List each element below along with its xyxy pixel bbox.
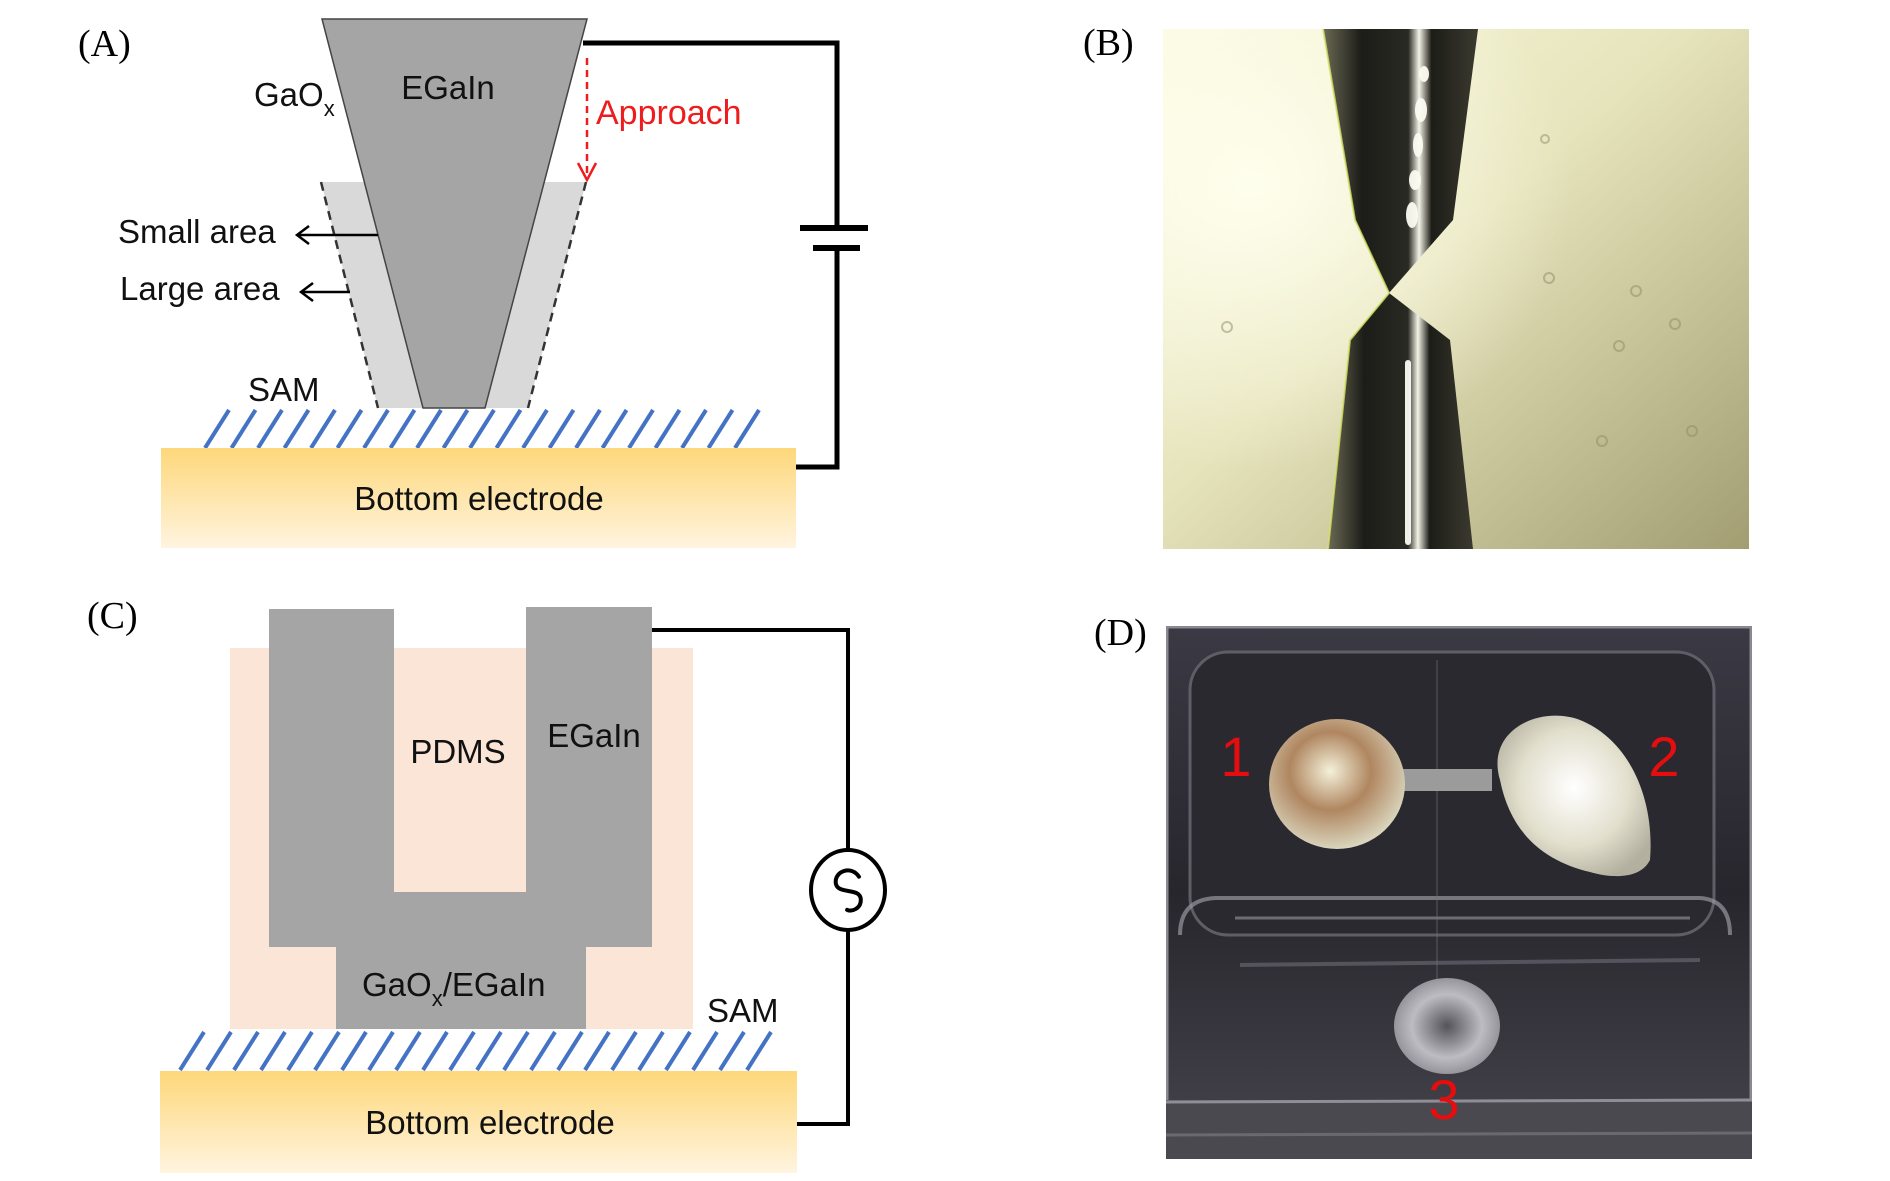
sam-molecule xyxy=(664,1030,692,1072)
sam-molecule xyxy=(680,408,708,450)
egain-tip xyxy=(321,18,588,409)
sam-layer-a xyxy=(203,408,761,450)
sam-molecule xyxy=(637,1030,665,1072)
panel-label-b: (B) xyxy=(1083,22,1134,64)
sam-molecule xyxy=(448,1030,476,1072)
sam-molecule xyxy=(415,408,443,450)
sam-molecule xyxy=(388,408,417,450)
sam-molecule xyxy=(502,1030,530,1072)
sam-molecule xyxy=(178,1030,206,1072)
panel-label-a: (A) xyxy=(78,23,131,65)
egain-channel xyxy=(269,607,652,1029)
marker-1: 1 xyxy=(1220,725,1251,788)
wire-top-a xyxy=(583,40,840,228)
device-photo: 1 2 3 xyxy=(1166,626,1752,1159)
marker-2: 2 xyxy=(1648,725,1679,788)
panel-c: (C) PDMS EGaIn GaOx/EGaIn SAM Bottom ele… xyxy=(87,595,887,1173)
bottom-electrode-a xyxy=(161,448,796,548)
gaox-egain-label: GaOx/EGaIn xyxy=(362,966,545,1011)
large-area-label: Large area xyxy=(120,270,280,307)
large-area-boundary-right xyxy=(526,181,588,409)
sam-molecule xyxy=(205,1030,233,1072)
sam-molecule xyxy=(718,1030,746,1072)
electrode-2 xyxy=(1497,715,1651,877)
electrode-label-c: Bottom electrode xyxy=(365,1104,614,1141)
large-area-boundary-left xyxy=(319,181,380,409)
sam-molecule xyxy=(232,1030,260,1072)
sam-molecule xyxy=(745,1030,773,1072)
contact-suffix: /EGaIn xyxy=(443,966,546,1003)
sam-molecule xyxy=(733,408,761,450)
pdms-label: PDMS xyxy=(410,733,505,770)
wire-top-c xyxy=(652,628,850,850)
panel-a: (A) Bottom electrode Approach EGaIn GaOx… xyxy=(78,18,868,548)
micrograph-photo xyxy=(1163,29,1749,549)
sam-molecule xyxy=(340,1030,368,1072)
egain-cone-upper xyxy=(1323,29,1478,293)
sam-molecule xyxy=(441,408,470,450)
sam-molecule xyxy=(547,408,576,450)
sam-molecule xyxy=(468,408,496,450)
panel-label-c: (C) xyxy=(87,595,138,637)
sam-molecule xyxy=(362,408,390,450)
gaox-subscript: x xyxy=(324,96,335,121)
ac-source-icon xyxy=(809,848,887,932)
sam-molecule xyxy=(556,1030,584,1072)
sam-molecule xyxy=(229,408,258,450)
sam-molecule xyxy=(286,1030,314,1072)
small-area-label: Small area xyxy=(118,213,276,250)
sam-molecule xyxy=(706,408,735,450)
electrode-3 xyxy=(1394,978,1500,1074)
egain-cone-reflection xyxy=(1328,293,1473,549)
sam-molecule xyxy=(475,1030,503,1072)
sam-molecule xyxy=(653,408,682,450)
gaox-prefix: GaO xyxy=(254,76,324,113)
electrode-1 xyxy=(1269,719,1405,849)
sam-molecule xyxy=(421,1030,449,1072)
sam-molecule xyxy=(394,1030,422,1072)
wire-bottom-c xyxy=(797,930,850,1126)
marker-3: 3 xyxy=(1428,1068,1459,1131)
sam-molecule xyxy=(600,408,629,450)
egain-label-a: EGaIn xyxy=(401,69,495,106)
sam-molecule xyxy=(529,1030,557,1072)
wire-bottom-a xyxy=(796,248,840,470)
sam-molecule xyxy=(521,408,549,450)
sam-molecule xyxy=(256,408,284,450)
panel-d: (D) 1 2 3 xyxy=(1094,612,1752,1159)
small-area-arrow-icon xyxy=(294,225,378,245)
sam-layer-c xyxy=(178,1030,773,1072)
dc-battery-icon xyxy=(800,225,868,251)
dust-spots xyxy=(1221,134,1698,447)
approach-arrow-icon xyxy=(576,58,598,183)
bottom-electrode-c xyxy=(160,1071,797,1173)
sam-molecule xyxy=(583,1030,611,1072)
approach-label: Approach xyxy=(596,94,742,132)
panel-b: (B) xyxy=(1083,22,1749,549)
egain-label-c: EGaIn xyxy=(547,717,641,754)
sam-molecule xyxy=(259,1030,287,1072)
contact-prefix: GaO xyxy=(362,966,432,1003)
sam-molecule xyxy=(309,408,337,450)
sam-molecule xyxy=(494,408,523,450)
sam-molecule xyxy=(691,1030,719,1072)
electrode-label-a: Bottom electrode xyxy=(354,480,603,517)
sam-molecule xyxy=(335,408,364,450)
sam-molecule xyxy=(367,1030,395,1072)
sam-molecule xyxy=(627,408,655,450)
panel-label-d: (D) xyxy=(1094,612,1147,654)
sam-molecule xyxy=(282,408,311,450)
channel-bridge xyxy=(1400,769,1492,791)
sam-molecule xyxy=(610,1030,638,1072)
gaox-label-a: GaOx xyxy=(254,76,335,121)
sam-molecule xyxy=(574,408,602,450)
sam-molecule xyxy=(313,1030,341,1072)
sam-label-c: SAM xyxy=(707,992,779,1029)
large-area-arrow-icon xyxy=(298,282,350,302)
sam-molecule xyxy=(203,408,231,450)
sam-label-a: SAM xyxy=(248,371,320,408)
contact-subscript: x xyxy=(432,986,443,1011)
